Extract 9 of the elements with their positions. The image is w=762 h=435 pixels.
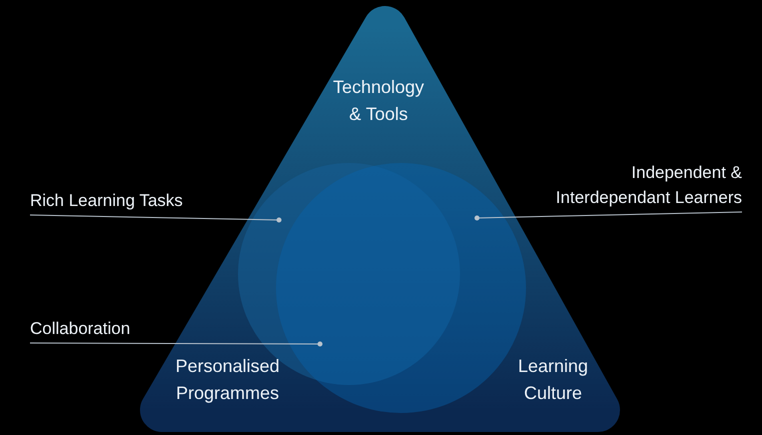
callout-label: Rich Learning Tasks [30,188,260,213]
callout-label: Collaboration [30,316,230,341]
region-label: Learning Culture [516,355,590,405]
leader-line [30,342,322,346]
heading-text: Technology & Tools [332,76,426,126]
callout-label: Independent & Interdependant Learners [527,160,742,210]
leader-line [474,212,742,220]
region-label: Personalised Programmes [174,355,281,405]
leader-line [30,214,282,222]
